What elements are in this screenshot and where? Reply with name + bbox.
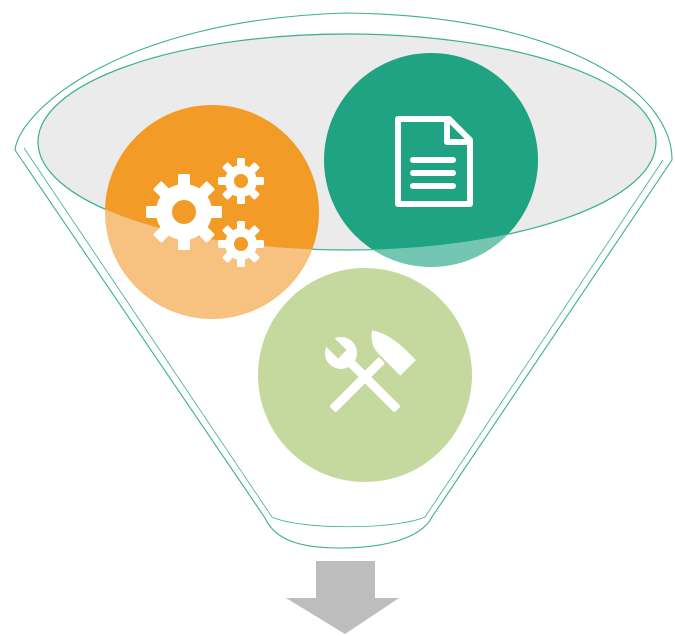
down-arrow-icon	[286, 561, 399, 634]
funnel-inner-line	[23, 147, 273, 518]
funnel-bottom-line	[271, 516, 426, 528]
funnel	[14, 12, 673, 549]
gears-item	[105, 105, 319, 319]
funnel-body	[14, 12, 673, 549]
tools-item	[258, 268, 472, 482]
document-item	[324, 53, 538, 267]
gears-icon	[146, 158, 264, 267]
gear-hole-large	[172, 200, 196, 224]
funnel-inner-line-right	[424, 159, 664, 518]
hammer-wrench-icon	[321, 330, 416, 412]
document-icon	[395, 116, 473, 207]
